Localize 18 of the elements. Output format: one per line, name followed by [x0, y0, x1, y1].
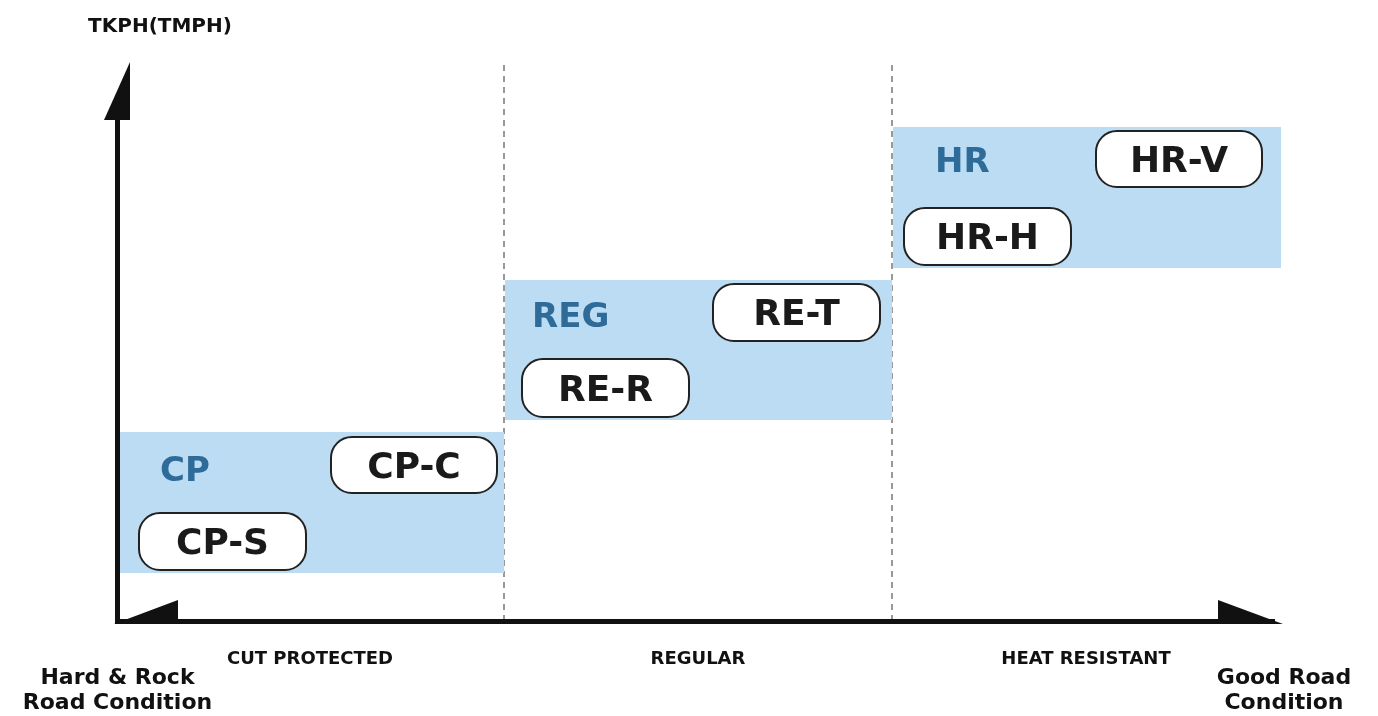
category-band: [505, 280, 892, 420]
category-heading: HR: [935, 143, 990, 177]
category-heading: CP: [160, 452, 210, 486]
product-pill: HR-H: [903, 207, 1072, 266]
axis-caption: Hard & Rock Road Condition: [21, 664, 214, 715]
category-heading: REG: [532, 298, 610, 332]
product-pill: HR-V: [1095, 130, 1263, 188]
product-pill: CP-S: [138, 512, 307, 571]
axis-caption: Good Road Condition: [1215, 664, 1353, 715]
category-band: [118, 432, 504, 573]
product-pill: RE-T: [712, 283, 881, 342]
axis-caption: HEAT RESISTANT: [1000, 648, 1172, 669]
axis-caption: REGULAR: [649, 648, 747, 669]
product-pill: CP-C: [330, 436, 498, 494]
axis-label: TKPH(TMPH): [87, 14, 233, 37]
axis-caption: CUT PROTECTED: [226, 648, 394, 669]
category-band: [893, 127, 1281, 268]
product-pill: RE-R: [521, 358, 690, 418]
